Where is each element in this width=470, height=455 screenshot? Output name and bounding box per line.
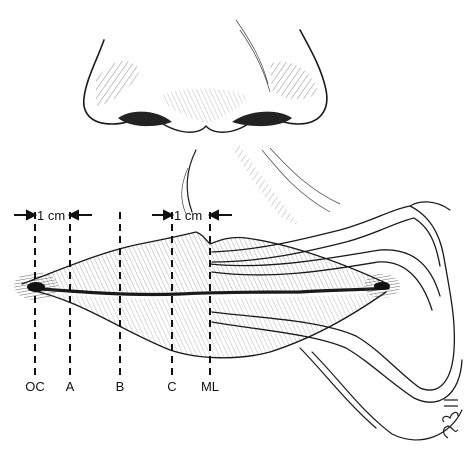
label-oc: OC: [25, 379, 45, 394]
label-a: A: [66, 379, 75, 394]
label-ml: ML: [201, 379, 219, 394]
label-c: C: [167, 379, 176, 394]
label-b: B: [116, 379, 125, 394]
artist-signature: [443, 400, 458, 438]
philtrum-drawing: [182, 146, 340, 226]
measure-label-right: 1 cm: [174, 208, 202, 223]
measure-label-left: 1 cm: [37, 208, 65, 223]
lips-drawing: [14, 232, 400, 358]
nose-drawing: [84, 20, 327, 132]
